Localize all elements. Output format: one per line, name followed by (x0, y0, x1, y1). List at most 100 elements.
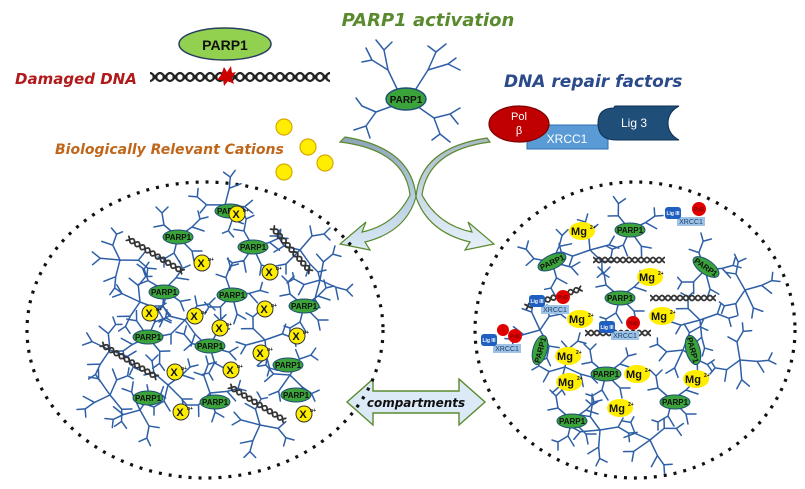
xrcc1-box (541, 305, 569, 314)
cation-label: X (265, 267, 273, 279)
cation-label: X (226, 365, 234, 377)
parp1-protein: PARP1 (531, 334, 549, 366)
damaged-dna-strand (148, 71, 332, 83)
parp1-ellipse (556, 413, 588, 429)
parp1-protein: PARP1 (199, 394, 231, 410)
parp1-protein: PARP1 (162, 229, 194, 245)
cation-charge: 2+ (628, 402, 634, 408)
cation-charge: n+ (271, 303, 277, 309)
dna-strand (592, 256, 666, 264)
parp1-label: PARP1 (202, 398, 229, 407)
parp1-label: PARP1 (291, 302, 318, 311)
cation-charge: n+ (208, 257, 214, 263)
cation-label: Mg (571, 226, 587, 238)
pol-beta-label-line2: β (516, 125, 522, 137)
parp1-ellipse (216, 287, 248, 303)
parp1-protein: PARP1 (590, 366, 622, 382)
repair-complex: XRCC1 Pol β Lig 3 (488, 105, 680, 150)
parp1-ellipse (531, 334, 549, 366)
parp1-protein: PARP1 (148, 284, 180, 300)
cation-icon (316, 154, 334, 172)
cation-label: Mg (557, 351, 573, 363)
cation-charge: n+ (226, 322, 232, 328)
xrcc1-box (611, 331, 639, 340)
parp1-protein: PARP1 (288, 298, 320, 314)
parp1-protein: PARP1 (556, 413, 588, 429)
cation-label: Mg (558, 377, 574, 389)
pol-beta-label: Polβ (628, 321, 638, 327)
cations-label: Biologically Relevant Cations (55, 142, 284, 158)
parp1-protein: PARP1 (194, 338, 226, 354)
xrcc1-box (677, 217, 705, 226)
parp1-label: PARP1 (390, 95, 423, 106)
damaged-dna-helix (148, 71, 332, 83)
cation-cluster (275, 118, 334, 181)
left-condensate-boundary (25, 180, 385, 480)
lig3-label: Lig III (482, 338, 496, 344)
parp1-ellipse (385, 87, 427, 111)
xrcc1-label: XRCC1 (679, 219, 703, 226)
cation-icon (299, 138, 317, 156)
parp1-protein: PARP1 (684, 334, 702, 366)
parp1-protein: PARP1 (216, 287, 248, 303)
cation-label: Mg (639, 272, 655, 284)
cation-label: Mg (569, 314, 585, 326)
parp1-ellipse (237, 239, 269, 255)
parp1-label: PARP1 (165, 233, 192, 242)
parp1-label: PARP1 (151, 288, 178, 297)
lig3-shape (481, 334, 497, 346)
parp1-label: PARP1 (135, 394, 162, 403)
parp1-protein: PARP1 (132, 390, 164, 406)
cation-charge: n+ (201, 310, 207, 316)
cation-label: X (190, 311, 198, 323)
curved-arrow-left (338, 136, 417, 251)
parp1-ellipse (692, 256, 720, 278)
cation-charge: 2+ (588, 313, 594, 319)
lig3-shape (665, 207, 681, 219)
parp1-label: PARP1 (240, 243, 267, 252)
parp1-label: PARP1 (202, 37, 248, 53)
cation-label: Mg (626, 369, 642, 381)
parp1-ellipse (614, 222, 646, 238)
double-arrow-icon (345, 377, 487, 427)
cation-label: X (260, 304, 268, 316)
lig3-label: Lig 3 (621, 116, 647, 130)
lig3-shape (529, 295, 545, 307)
parp1-activation-title: PARP1 activation (342, 10, 515, 31)
parp1-protein: PARP1 (237, 239, 269, 255)
parp1-label: PARP1 (559, 417, 586, 426)
parp1-ellipse (132, 390, 164, 406)
parp1-label: PARP1 (275, 361, 302, 370)
xrcc1-label: XRCC1 (495, 346, 519, 353)
parp1-ellipse (684, 334, 702, 366)
parp1-protein: PARP1 (604, 290, 636, 306)
cation-charge: n+ (267, 347, 273, 353)
cation-charge: n+ (303, 330, 309, 336)
parp1-ellipse (199, 394, 231, 410)
lig3-shape (599, 321, 615, 333)
pol-beta-label: Polβ (694, 207, 704, 213)
parp1-ellipse (659, 394, 691, 410)
dna-strand (649, 294, 717, 302)
xrcc1-box (493, 344, 521, 353)
parp1-ellipse (132, 329, 164, 345)
activated-parp1: PARP1 (353, 39, 461, 143)
cation-charge: 2+ (658, 271, 664, 277)
parp1-label: PARP1 (197, 342, 224, 351)
parp1-label: PARP1 (617, 226, 644, 235)
